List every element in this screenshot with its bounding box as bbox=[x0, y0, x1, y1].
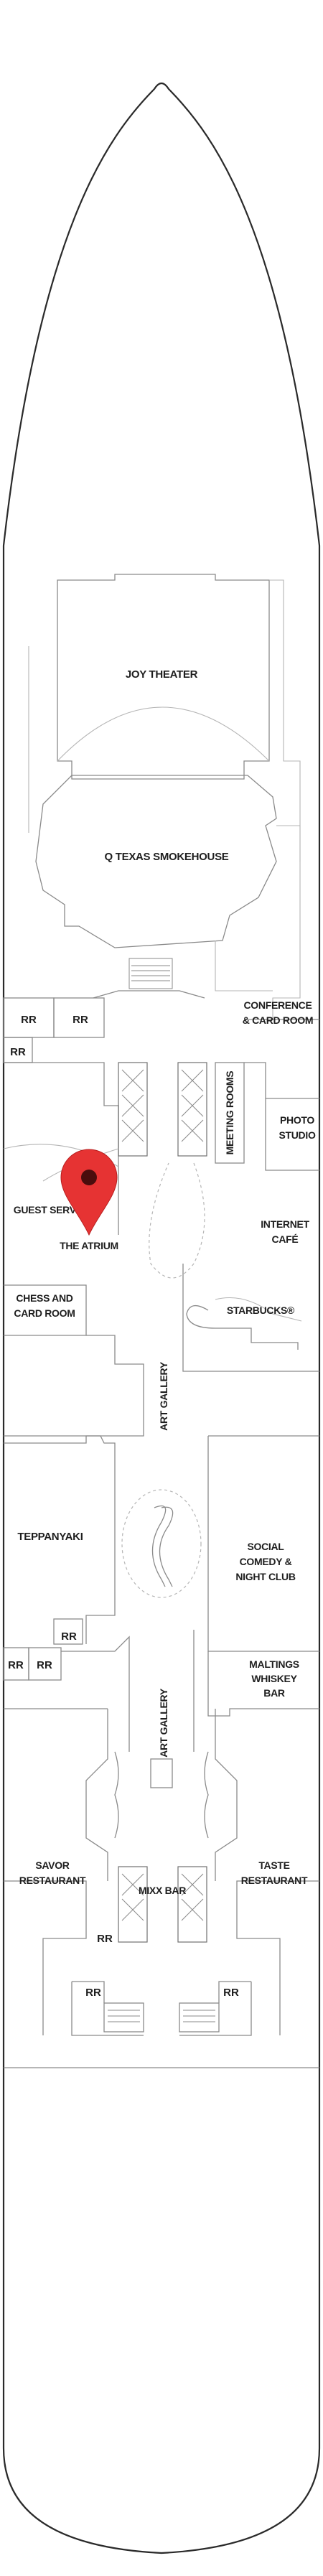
stairs-forward bbox=[128, 958, 173, 989]
the-atrium-label[interactable]: THE ATRIUM bbox=[60, 1240, 118, 1251]
restroom-label: RR bbox=[61, 1630, 77, 1643]
aft-restroom-wall-right bbox=[179, 1981, 252, 2036]
elevator-left-forward bbox=[118, 1062, 148, 1157]
maltings-label-2[interactable]: WHISKEY bbox=[251, 1673, 298, 1684]
taste-left-wall bbox=[215, 1709, 238, 1881]
stairs-aft-left bbox=[103, 2002, 144, 2033]
social-label-1[interactable]: SOCIAL bbox=[247, 1541, 284, 1552]
spiral-staircase bbox=[151, 1505, 167, 1587]
restroom-label: RR bbox=[223, 1987, 239, 1999]
elevator-crosshatch bbox=[121, 1069, 204, 1142]
social-label-2[interactable]: COMEDY & bbox=[240, 1556, 292, 1567]
stairs-aft-right bbox=[179, 2002, 220, 2033]
elevator-right-aft bbox=[177, 1866, 207, 1943]
savor-right-wall bbox=[85, 1709, 108, 1881]
mixx-bar-label[interactable]: MIXX BAR bbox=[139, 1885, 187, 1896]
art-gallery-lower-label[interactable]: ART GALLERY bbox=[158, 1688, 169, 1758]
elevator-right-forward bbox=[177, 1062, 207, 1157]
stairs-forward-treads bbox=[131, 965, 170, 981]
starbucks-curve bbox=[215, 1297, 302, 1322]
restroom-label: RR bbox=[97, 1933, 113, 1945]
art-gallery-left-wall bbox=[4, 1335, 144, 1444]
photo-studio-label-2[interactable]: STUDIO bbox=[278, 1129, 316, 1141]
restroom-block-6 bbox=[28, 1647, 62, 1681]
theater-seating-arc bbox=[57, 706, 270, 762]
chess-card-room-label-2[interactable]: CARD ROOM bbox=[14, 1307, 75, 1319]
photo-studio-wall bbox=[265, 1098, 319, 1171]
starbucks-label[interactable]: STARBUCKS® bbox=[227, 1305, 295, 1316]
elevator-left-aft bbox=[118, 1866, 148, 1943]
restroom-block-2 bbox=[53, 997, 105, 1038]
smokehouse-side-wall bbox=[272, 825, 301, 1019]
photo-studio-label-1[interactable]: PHOTO bbox=[280, 1114, 315, 1126]
smokehouse-lower-wall bbox=[215, 941, 273, 991]
conference-label-2[interactable]: & CARD ROOM bbox=[243, 1014, 314, 1026]
teppanyaki-outline bbox=[4, 1435, 116, 1644]
meeting-rooms-block bbox=[215, 1062, 245, 1164]
art-gallery-upper-label[interactable]: ART GALLERY bbox=[158, 1361, 169, 1431]
art-gallery-right-wall bbox=[182, 1264, 319, 1372]
photo-studio-wall-top bbox=[244, 1062, 319, 1099]
restroom-label: RR bbox=[21, 1014, 37, 1026]
savor-lower-wall bbox=[4, 1880, 87, 2035]
conference-label-1[interactable]: CONFERENCE bbox=[243, 999, 312, 1011]
starbucks-counter bbox=[186, 1305, 299, 1350]
art-gallery-lower-left-wall bbox=[61, 1635, 130, 1752]
mixx-left-curve bbox=[114, 1751, 119, 1839]
restroom-label: RR bbox=[8, 1659, 24, 1671]
chess-card-room-label-1[interactable]: CHESS AND bbox=[16, 1292, 73, 1304]
internet-cafe-label-2[interactable]: CAFÉ bbox=[272, 1233, 299, 1245]
maltings-label-3[interactable]: BAR bbox=[263, 1687, 285, 1699]
central-atrium-void bbox=[121, 1489, 202, 1598]
mixx-bar-counter bbox=[150, 1758, 173, 1788]
map-pin-icon[interactable] bbox=[60, 1149, 118, 1236]
taste-lower-wall bbox=[236, 1880, 319, 2035]
maltings-outline bbox=[207, 1651, 319, 1717]
chess-card-room-outline bbox=[4, 1284, 87, 1336]
elevator-aft-crosshatch bbox=[121, 1873, 204, 1921]
taste-label-2[interactable]: RESTAURANT bbox=[241, 1875, 308, 1886]
teppanyaki-label[interactable]: TEPPANYAKI bbox=[17, 1531, 83, 1543]
q-texas-outline bbox=[35, 775, 277, 948]
restroom-label: RR bbox=[37, 1659, 52, 1671]
q-texas-smokehouse-label[interactable]: Q TEXAS SMOKEHOUSE bbox=[105, 851, 230, 863]
maltings-label-1[interactable]: MALTINGS bbox=[249, 1658, 299, 1670]
internet-cafe-label-1[interactable]: INTERNET bbox=[261, 1218, 310, 1230]
restroom-block-4 bbox=[53, 1618, 83, 1645]
mixx-right-curve bbox=[204, 1751, 209, 1839]
meeting-rooms-label[interactable]: MEETING ROOMS bbox=[224, 1071, 235, 1155]
theater-side-wall bbox=[269, 579, 301, 862]
savor-label-1[interactable]: SAVOR bbox=[35, 1859, 70, 1871]
social-label-3[interactable]: NIGHT CLUB bbox=[235, 1571, 296, 1582]
atrium-dashed-outline bbox=[149, 1162, 205, 1279]
restroom-label: RR bbox=[85, 1987, 101, 1999]
spiral-staircase-rail bbox=[159, 1506, 174, 1587]
ship-hull bbox=[2, 82, 321, 2554]
restroom-label: RR bbox=[72, 1014, 88, 1026]
joy-theater-label[interactable]: JOY THEATER bbox=[126, 668, 198, 681]
aft-restroom-wall-left bbox=[71, 1981, 144, 2036]
taste-label-1[interactable]: TASTE bbox=[258, 1859, 290, 1871]
savor-label-2[interactable]: RESTAURANT bbox=[19, 1875, 86, 1886]
restroom-label: RR bbox=[10, 1046, 26, 1058]
stairs-aft-treads bbox=[108, 2010, 215, 2022]
corridor-forward bbox=[93, 990, 205, 999]
